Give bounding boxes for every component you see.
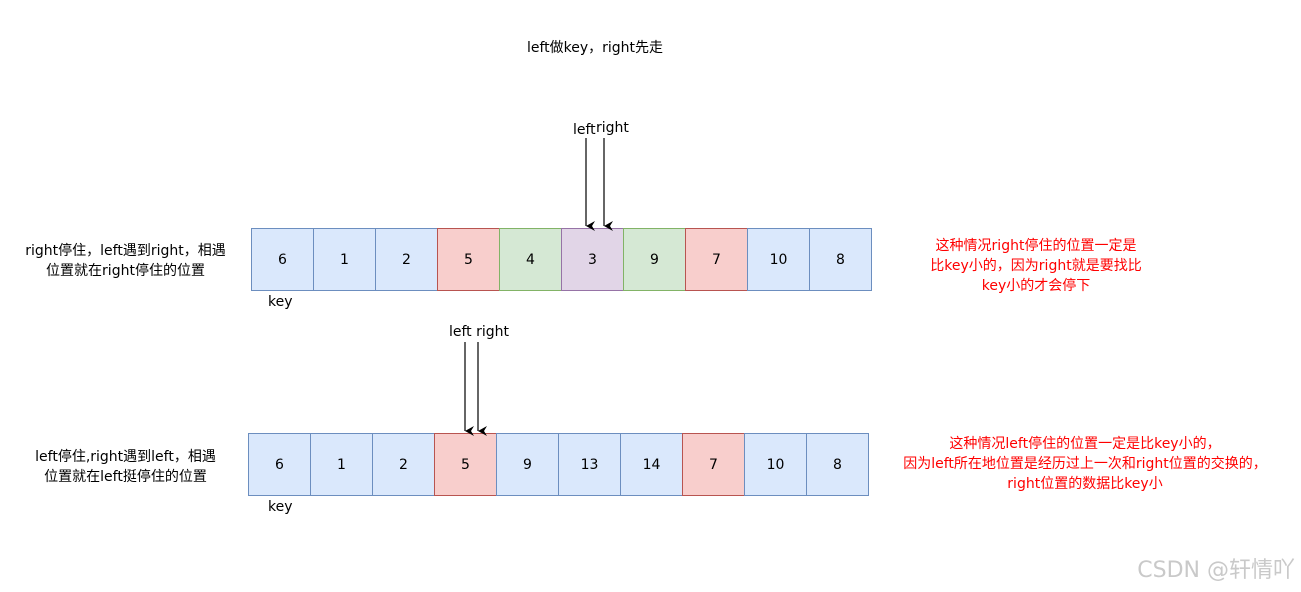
diagram2-explanation-line-1: left停住,right遇到left，相遇 bbox=[35, 449, 216, 465]
diagram2-explanation-line-2: 位置就在left挺停住的位置 bbox=[44, 469, 207, 485]
diagram2-note-line-3: right位置的数据比key小 bbox=[1007, 476, 1163, 492]
diagram2-array-cell: 6 bbox=[248, 433, 311, 496]
diagram1-array-cell: 7 bbox=[685, 228, 748, 291]
diagram1-note-line-1: 这种情况right停住的位置一定是 bbox=[935, 238, 1137, 254]
diagram1-note-line-3: key小的才会停下 bbox=[981, 278, 1091, 294]
diagram1-explanation: right停住，left遇到right，相遇 位置就在right停住的位置 bbox=[18, 241, 233, 281]
diagram1-right-pointer-label: right bbox=[596, 120, 629, 136]
diagram1-left-pointer-label: left bbox=[573, 122, 596, 138]
diagram2-array-cell: 8 bbox=[806, 433, 869, 496]
diagram2-array-cell: 5 bbox=[434, 433, 497, 496]
diagram1-array-cell: 9 bbox=[623, 228, 686, 291]
diagram2-note: 这种情况left停住的位置一定是比key小的， 因为left所在地位置是经历过上… bbox=[890, 434, 1280, 494]
diagram2-array-cell: 7 bbox=[682, 433, 745, 496]
diagram2-array-cell: 10 bbox=[744, 433, 807, 496]
diagram2-pointer-label: left right bbox=[449, 324, 510, 340]
diagram2-array-cell: 2 bbox=[372, 433, 435, 496]
diagram-title: left做key，right先走 bbox=[526, 40, 664, 56]
diagram1-key-label: key bbox=[268, 294, 293, 310]
diagram2-array-cell: 1 bbox=[310, 433, 373, 496]
diagram1-note-line-2: 比key小的，因为right就是要找比 bbox=[930, 258, 1142, 274]
diagram2-array-cell: 9 bbox=[496, 433, 559, 496]
diagram1-array-cell: 8 bbox=[809, 228, 872, 291]
diagram2-key-label: key bbox=[268, 499, 293, 515]
diagram2-explanation: left停住,right遇到left，相遇 位置就在left挺停住的位置 bbox=[18, 447, 233, 487]
diagram1-array-cell: 5 bbox=[437, 228, 500, 291]
diagram2-note-line-2: 因为left所在地位置是经历过上一次和right位置的交换的， bbox=[903, 456, 1267, 472]
diagram1-array-cell: 6 bbox=[251, 228, 314, 291]
diagram1-array-cell: 10 bbox=[747, 228, 810, 291]
diagram2-note-line-1: 这种情况left停住的位置一定是比key小的， bbox=[949, 436, 1221, 452]
diagram2-array-cell: 14 bbox=[620, 433, 683, 496]
diagram1-note: 这种情况right停住的位置一定是 比key小的，因为right就是要找比 ke… bbox=[900, 236, 1172, 296]
diagram1-explanation-line-2: 位置就在right停住的位置 bbox=[46, 263, 205, 279]
watermark: CSDN @轩情吖 bbox=[1137, 558, 1295, 583]
diagram1-array-cell: 2 bbox=[375, 228, 438, 291]
diagram1-explanation-line-1: right停住，left遇到right，相遇 bbox=[25, 243, 226, 259]
